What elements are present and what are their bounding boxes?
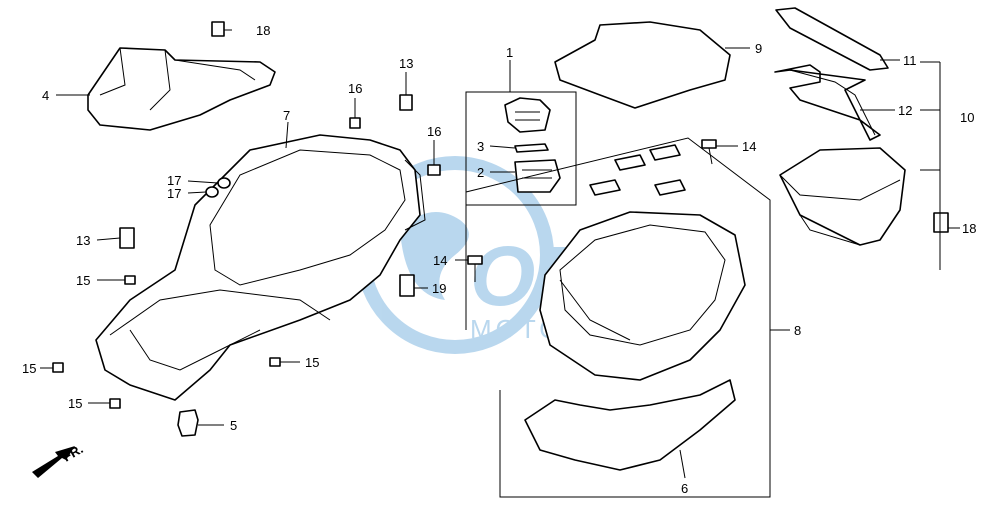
callout-16-right: 16	[427, 124, 441, 139]
part-2-unit	[514, 159, 561, 193]
part-8-tray	[539, 211, 746, 381]
callout-14-right: 14	[742, 139, 756, 154]
group-frames	[465, 61, 941, 498]
callout-7: 7	[283, 108, 290, 123]
callout-8: 8	[794, 323, 801, 338]
part-3-bulb	[514, 143, 549, 153]
callout-6: 6	[681, 481, 688, 496]
callout-10: 10	[960, 110, 974, 125]
part-4-cover	[87, 47, 276, 131]
callout-18-top: 18	[256, 23, 270, 38]
callout-9: 9	[755, 41, 762, 56]
callout-15-b: 15	[22, 361, 36, 376]
watermark-globe-icon	[400, 212, 469, 300]
kit-1-frame	[465, 91, 577, 206]
front-label: FR.	[60, 441, 86, 464]
callout-12: 12	[898, 103, 912, 118]
front-direction: FR.	[32, 441, 86, 478]
part-6-liner	[524, 379, 736, 471]
part-9-mat	[554, 21, 731, 109]
callout-14-left: 14	[433, 253, 447, 268]
front-arrow-icon	[32, 446, 75, 478]
part-11-band	[775, 7, 889, 71]
callout-11: 11	[903, 53, 917, 68]
callout-13-left: 13	[76, 233, 90, 248]
callout-4: 4	[42, 88, 49, 103]
callout-17-bottom: 17	[167, 186, 181, 201]
callout-5: 5	[230, 418, 237, 433]
callout-15-c: 15	[68, 396, 82, 411]
callout-15-d: 15	[305, 355, 319, 370]
callout-3: 3	[477, 139, 484, 154]
callout-19: 19	[432, 281, 446, 296]
callout-1: 1	[506, 45, 513, 60]
part-5-clip	[177, 409, 199, 437]
part-7-luggage-box	[95, 134, 426, 401]
part-8-frame	[465, 137, 771, 498]
callout-18-right: 18	[962, 221, 976, 236]
part-12-band	[774, 64, 881, 141]
callout-2: 2	[477, 165, 484, 180]
callout-15-a: 15	[76, 273, 90, 288]
part-1-kit	[504, 97, 561, 193]
part-10-rear-cover	[779, 147, 906, 246]
callout-13-top: 13	[399, 56, 413, 71]
callouts: 4 18 7 13 16 16 17 17 13 15 15 15 15 5 1…	[22, 23, 976, 496]
callout-16-left: 16	[348, 81, 362, 96]
part-10-ticks	[920, 61, 940, 171]
leader-lines	[40, 29, 960, 479]
callout-17-top: 17	[167, 173, 181, 188]
